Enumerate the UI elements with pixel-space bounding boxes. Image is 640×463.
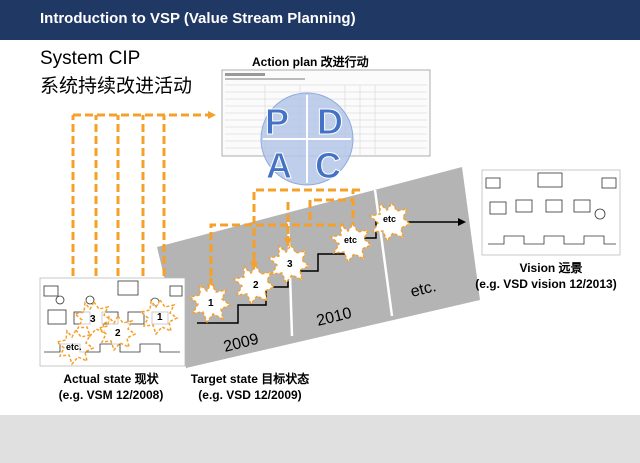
action-plan-label: Action plan 改进行动 — [252, 54, 369, 69]
actual-caption-line2: (e.g. VSM 12/2008) — [59, 388, 164, 402]
burst-label-2: 2 — [253, 280, 259, 291]
burst-label-etc-1: etc — [344, 235, 357, 245]
actual-caption-line1: Actual state 现状 — [63, 371, 159, 386]
pdca-p: P — [265, 101, 289, 142]
vision-caption-line1: Vision 远景 — [519, 261, 582, 275]
vision-caption-line2: (e.g. VSD vision 12/2013) — [475, 277, 616, 291]
actual-burst-etc: etc. — [66, 342, 82, 352]
header-bar: Introduction to VSP (Value Stream Planni… — [0, 0, 640, 40]
pdca-circle — [260, 92, 354, 186]
step-etc: etc. — [409, 278, 438, 301]
vision-map-thumbnail — [481, 169, 621, 256]
page-title: Introduction to VSP (Value Stream Planni… — [40, 10, 356, 27]
target-caption-line1: Target state 目标状态 — [191, 371, 309, 386]
pdca-a: A — [266, 145, 292, 186]
star-burst-icon — [55, 298, 179, 366]
burst-label-1: 1 — [208, 298, 214, 309]
star-burst-icon — [188, 201, 412, 324]
target-caption-line2: (e.g. VSD 12/2009) — [198, 388, 301, 402]
burst-label-3: 3 — [287, 259, 293, 270]
actual-burst-3: 3 — [90, 314, 96, 325]
actual-burst-2: 2 — [115, 328, 121, 339]
actual-burst-1: 1 — [157, 312, 163, 323]
burst-label-etc-2: etc — [383, 214, 396, 224]
system-title-en: System CIP — [40, 48, 140, 69]
footer-bar — [0, 415, 640, 463]
orange-dashed-flow — [71, 111, 364, 300]
pdca-c: C — [315, 145, 341, 186]
system-title-zh: 系统持续改进活动 — [40, 75, 192, 97]
pdca-d: D — [317, 101, 343, 142]
